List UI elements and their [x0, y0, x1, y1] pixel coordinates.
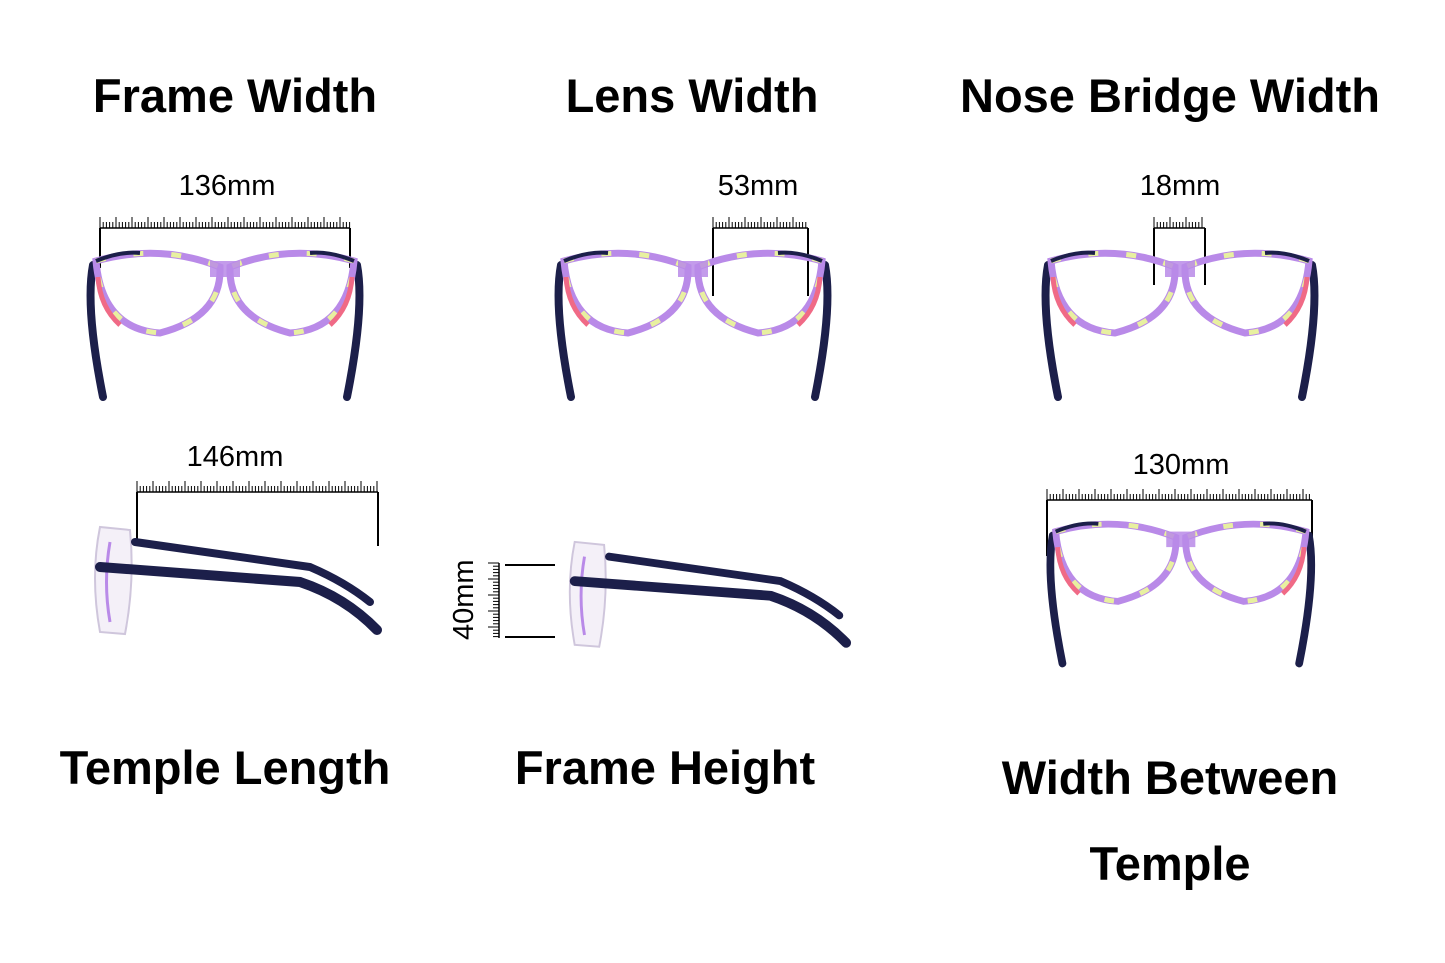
frame-width-value: 136mm [178, 170, 276, 202]
clear-front-frame [568, 540, 607, 648]
far-temple [131, 538, 374, 606]
right-lens-pink [1283, 276, 1310, 327]
left-lens-pink [1050, 276, 1077, 327]
left-lens-pink [95, 276, 122, 327]
right-lens-dark [1263, 521, 1307, 534]
left-lens-stripe [93, 250, 223, 336]
frame-height-title: Frame Height [514, 741, 816, 794]
front-view-glasses-3 [1041, 249, 1319, 401]
left-lens-dark [95, 250, 141, 263]
right-lens-stripe [1183, 521, 1309, 604]
right-temple [811, 261, 832, 401]
left-lens-pink [1055, 546, 1081, 596]
right-temple [343, 261, 364, 401]
left-lens-pink [563, 276, 590, 327]
left-lens-dark [563, 250, 609, 263]
near-temple [569, 576, 852, 648]
nose-bridge [1165, 261, 1195, 277]
clear-front-frame [94, 525, 133, 636]
frame-height-ruler [488, 562, 555, 638]
nose-bridge [1166, 531, 1196, 548]
front-view-glasses-4 [1046, 520, 1316, 668]
right-lens-dark [309, 250, 355, 263]
front-view-glasses-2 [554, 249, 832, 401]
left-temple [1046, 531, 1067, 668]
near-temple [95, 562, 382, 635]
right-lens-pink [328, 276, 355, 327]
right-temple [1295, 531, 1316, 668]
right-lens-dark [777, 250, 823, 263]
frame-edge [105, 541, 112, 623]
width-between-temple-title-line1: Width Between [1001, 751, 1339, 804]
frame-edge [579, 556, 586, 636]
right-lens-dark [1264, 250, 1310, 263]
right-lens-pink [1280, 546, 1307, 596]
right-lens-pink [796, 276, 823, 327]
width-between-temple-value: 130mm [1132, 449, 1230, 481]
left-lens-stripe [1053, 521, 1179, 604]
front-view-glasses-1 [86, 249, 364, 401]
left-lens-stripe [1048, 250, 1178, 336]
left-temple [1041, 261, 1062, 401]
frame-width-ruler [99, 217, 351, 268]
right-lens-stripe [695, 250, 825, 336]
nose-bridge-width-value: 18mm [1139, 170, 1221, 202]
right-lens-stripe [227, 250, 357, 336]
nose-bridge-width-title: Nose Bridge Width [960, 69, 1380, 122]
width-between-temple-title-line2: Temple [1089, 837, 1251, 890]
width-between-temple-ruler [1046, 489, 1313, 556]
right-lens-stripe [1182, 250, 1312, 336]
far-temple [605, 552, 844, 620]
left-temple [554, 261, 575, 401]
nose-bridge [678, 261, 708, 277]
frame-width-title: Frame Width [92, 69, 378, 122]
nose-bridge [210, 261, 240, 277]
right-temple [1298, 261, 1319, 401]
lens-width-title: Lens Width [565, 69, 819, 122]
left-temple [86, 261, 107, 401]
temple-length-value: 146mm [186, 441, 284, 473]
left-lens-dark [1050, 250, 1096, 263]
temple-length-ruler [136, 481, 379, 546]
side-view-glasses-2 [568, 540, 852, 648]
left-lens-stripe [561, 250, 691, 336]
lens-width-value: 53mm [717, 170, 799, 202]
temple-length-title: Temple Length [59, 741, 391, 794]
side-view-glasses-1 [94, 525, 382, 636]
left-lens-dark [1054, 521, 1099, 534]
